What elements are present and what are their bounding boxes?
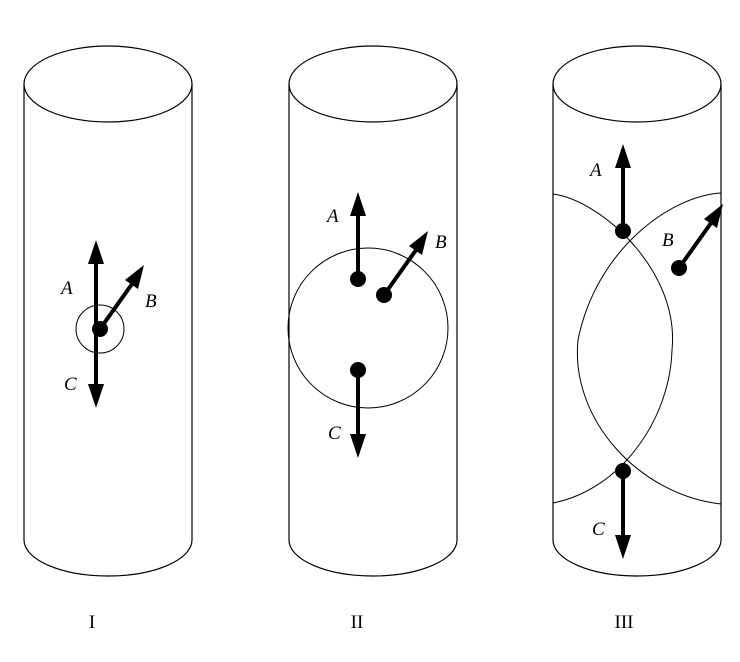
label-c: C [592,519,605,540]
point-b [671,260,687,276]
label-b: B [435,232,447,253]
label-b: B [662,230,674,251]
left-circle-arc [552,193,673,504]
label-a: A [588,160,602,181]
large-circle [287,247,449,409]
cylinder-bottom [552,539,722,577]
label-a: A [325,206,339,227]
vector-a [350,192,366,279]
small-circle [75,304,125,354]
vector-a [88,240,104,329]
point-a [615,223,631,239]
overlapping-circle-arcs [552,192,722,505]
label-c: C [64,374,77,395]
panel-1: A B C I [23,45,193,633]
vector-b [98,265,144,331]
cylinder-bottom [23,539,193,577]
cylinder-3 [552,45,722,577]
vector-c [615,471,631,559]
vector-b [677,204,723,270]
caption-2: II [351,612,364,633]
point-a [92,321,108,337]
point-c [350,362,366,378]
label-c: C [328,423,341,444]
cylinder-2 [288,45,458,577]
point-c [615,463,631,479]
label-b: B [145,291,157,312]
panel-3: A B C III [552,45,723,633]
caption-1: I [89,612,95,633]
vector-c [88,329,104,408]
cylinder-top [288,45,458,123]
vector-c [350,370,366,458]
cylinder-1 [23,45,193,577]
point-b [376,287,392,303]
cylinder-bottom [288,539,458,577]
vector-a [615,144,631,231]
cylinder-top [23,45,193,123]
caption-3: III [615,612,634,633]
panel-2: A B C II [287,45,458,633]
point-a [350,271,366,287]
label-a: A [59,278,73,299]
vector-b [382,231,428,297]
right-circle-arc [576,192,722,505]
cylinder-top [552,45,722,123]
